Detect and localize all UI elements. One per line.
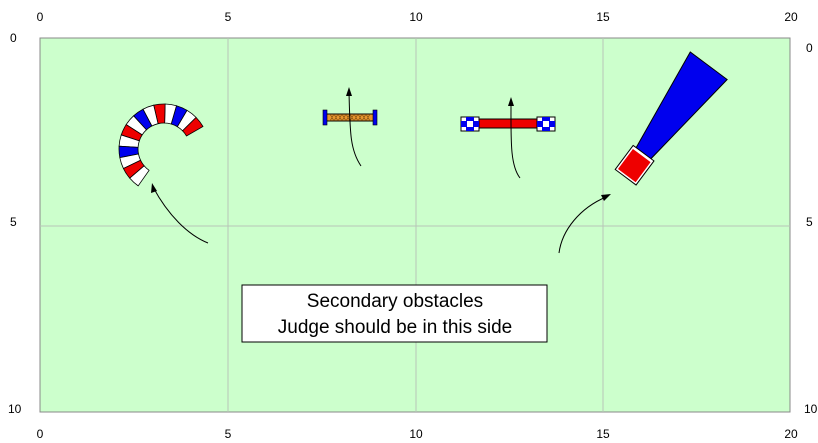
x-tick-top: 20 bbox=[784, 10, 798, 24]
approach-arrow-icon bbox=[508, 97, 514, 106]
x-tick-bottom: 0 bbox=[37, 427, 44, 441]
note-line-2: Judge should be in this side bbox=[278, 317, 513, 338]
jump-post-right bbox=[372, 109, 378, 126]
approach-arrow-icon bbox=[510, 102, 521, 179]
chute-barrel bbox=[618, 149, 651, 183]
grid-lines bbox=[40, 38, 790, 412]
wall-tower-left-center bbox=[467, 121, 473, 127]
jump-post-left bbox=[322, 109, 328, 126]
x-tick-bottom: 20 bbox=[784, 427, 798, 441]
y-tick-left: 0 bbox=[10, 31, 17, 45]
approach-arrow-icon bbox=[346, 87, 352, 96]
approach-arrow-icon bbox=[348, 91, 362, 167]
x-tick-bottom: 5 bbox=[225, 427, 232, 441]
approach-arrows bbox=[151, 87, 611, 254]
bottom-x-axis: 0 5 10 15 20 bbox=[37, 427, 798, 441]
chute-obstacle bbox=[614, 51, 728, 186]
tunnel-obstacle bbox=[118, 103, 204, 187]
tunnel-segment bbox=[129, 165, 150, 187]
wall-obstacle bbox=[460, 116, 556, 132]
approach-arrow-icon bbox=[151, 183, 157, 193]
x-tick-bottom: 10 bbox=[409, 427, 423, 441]
x-tick-top: 0 bbox=[37, 10, 44, 24]
jump-bar-hatch bbox=[329, 113, 371, 122]
y-tick-right: 0 bbox=[806, 41, 813, 55]
y-tick-right: 10 bbox=[804, 402, 818, 416]
wall-tower-right-center bbox=[543, 121, 549, 127]
approach-arrow-icon bbox=[601, 194, 611, 201]
approach-arrow-icon bbox=[152, 186, 209, 244]
top-x-axis: 0 5 10 15 20 bbox=[37, 10, 798, 24]
note-box-frame bbox=[241, 284, 548, 343]
approach-arrow-icon bbox=[558, 196, 607, 254]
right-y-axis: 0 5 10 bbox=[804, 41, 818, 416]
x-tick-top: 5 bbox=[225, 10, 232, 24]
y-tick-left: 5 bbox=[10, 215, 17, 229]
left-y-axis: 0 5 10 bbox=[8, 31, 22, 416]
note-box: Secondary obstacles Judge should be in t… bbox=[241, 284, 548, 343]
note-line-1: Secondary obstacles bbox=[307, 291, 483, 312]
y-tick-left: 10 bbox=[8, 402, 22, 416]
x-tick-top: 15 bbox=[596, 10, 610, 24]
x-tick-bottom: 15 bbox=[596, 427, 610, 441]
wall-panel bbox=[477, 118, 539, 129]
y-tick-right: 5 bbox=[806, 215, 813, 229]
x-tick-top: 10 bbox=[409, 10, 423, 24]
